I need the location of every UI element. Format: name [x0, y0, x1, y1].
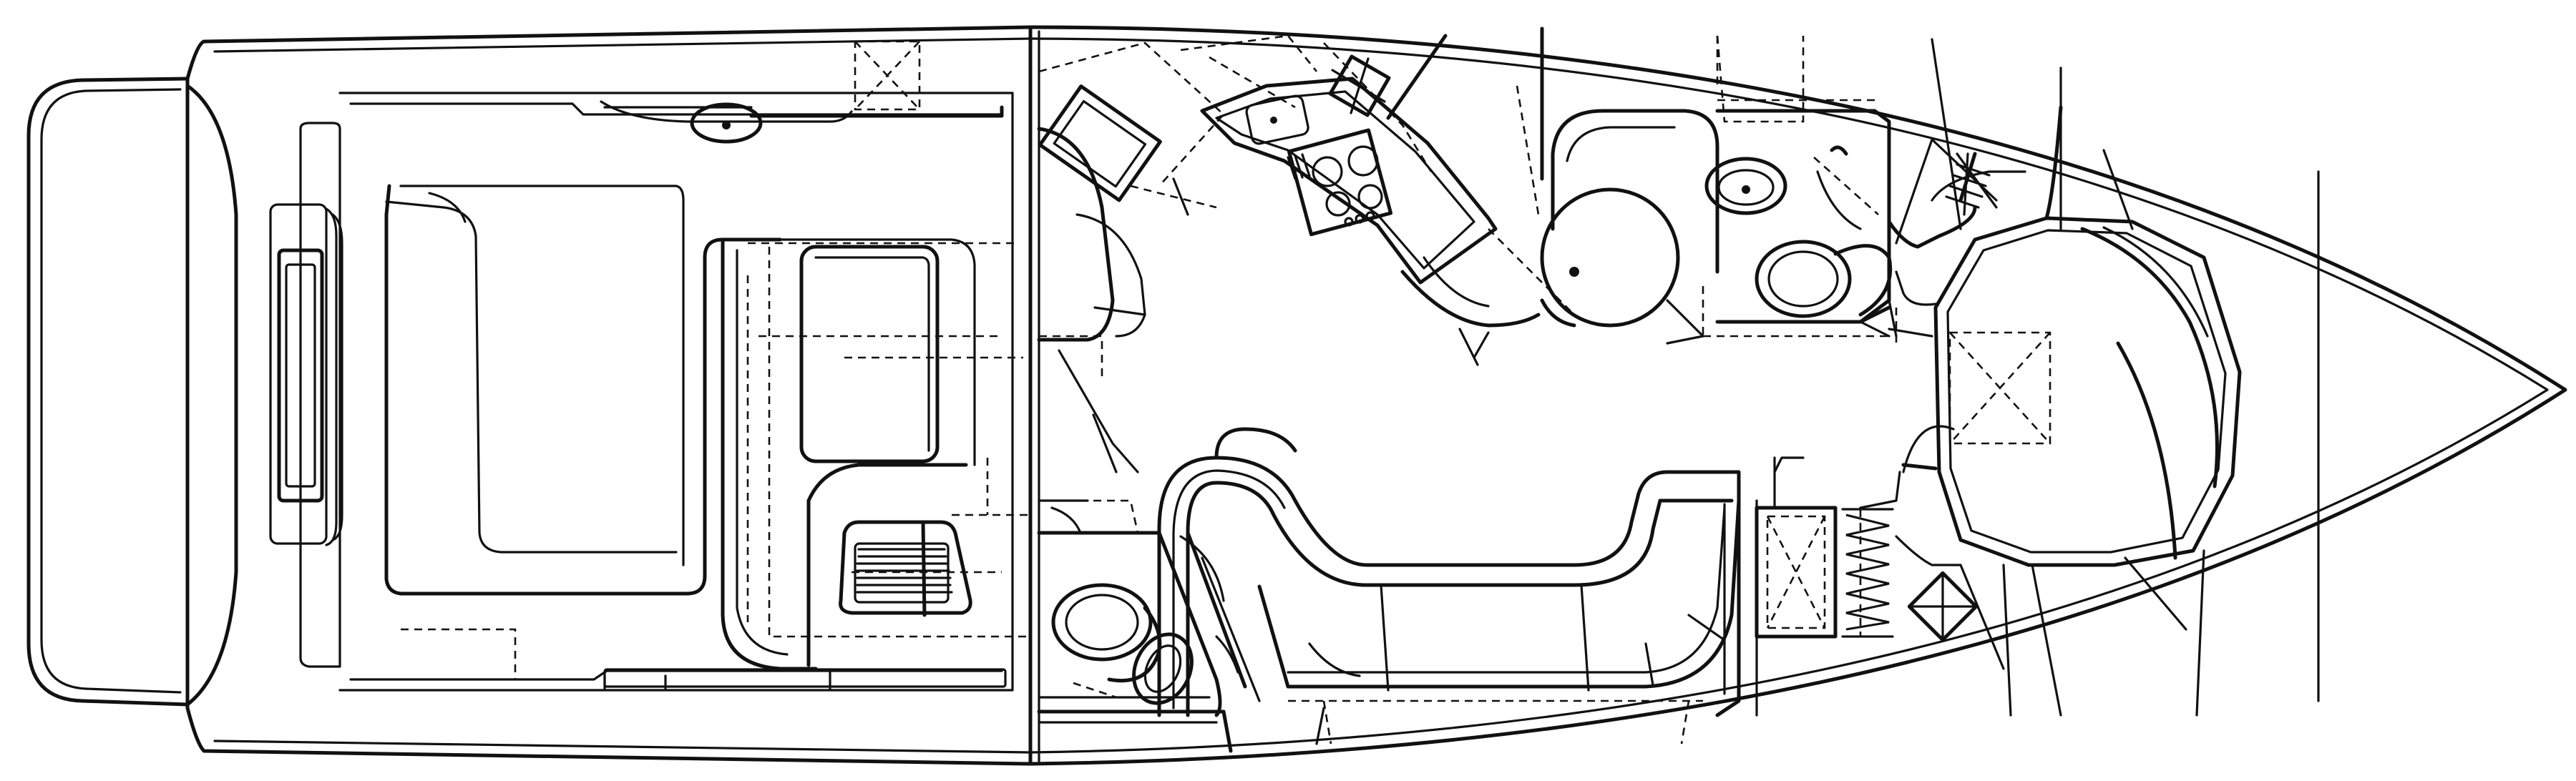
galley-hatch-icon [1328, 54, 1391, 117]
step-ladder [1755, 506, 1894, 639]
swim-platform [26, 77, 238, 707]
cockpit [269, 40, 1032, 692]
salon-settee [1157, 427, 1758, 745]
forward-hatch-icon [1907, 571, 1979, 642]
forward-stateroom [1755, 38, 2320, 717]
head-sink-icon [1704, 157, 1787, 215]
hanging-locker-icon [1895, 138, 1998, 245]
aft-sink-icon [1132, 632, 1194, 705]
berth-hatch-icon [1948, 331, 2051, 445]
salon-galley [1037, 34, 1575, 473]
aft-toilet-icon [1051, 583, 1162, 683]
head-compartment [1540, 26, 1933, 345]
cooktop-icon [1287, 128, 1393, 237]
wet-bar-sink-icon [600, 100, 853, 144]
hull-outline [185, 25, 2567, 766]
galley-sink-icon [1245, 94, 1309, 145]
toilet-icon [1755, 240, 1893, 318]
aft-head [1037, 499, 1261, 753]
cockpit-hatch-icon [854, 40, 921, 111]
